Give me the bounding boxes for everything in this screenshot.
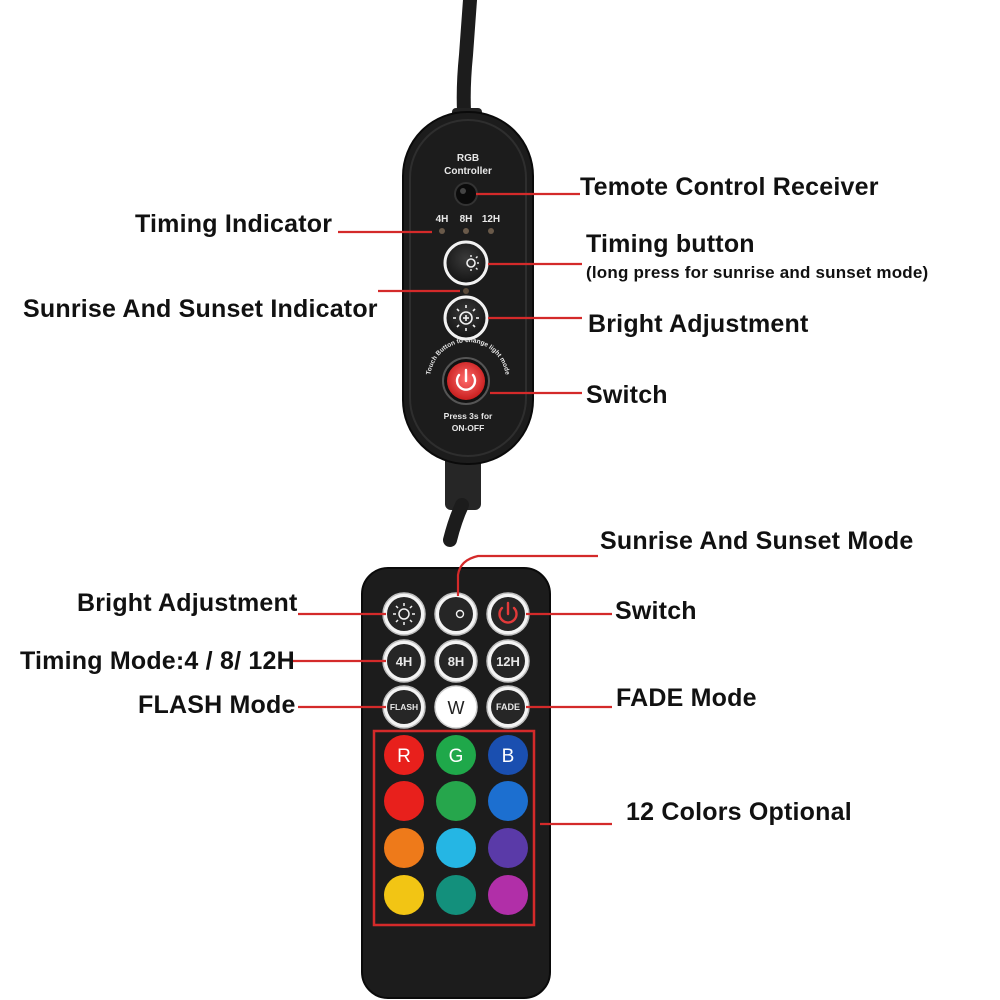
- controller-timing-button[interactable]: [443, 240, 489, 286]
- remote-12h-label: 12H: [496, 654, 520, 669]
- label-remote-switch: Switch: [615, 597, 697, 625]
- color-button-face: [436, 735, 476, 775]
- controller-power-button[interactable]: [442, 357, 490, 405]
- timer-label-4h: 4H: [436, 214, 449, 225]
- color-button-6[interactable]: [488, 781, 528, 821]
- controller-title-line2: Controller: [444, 166, 492, 177]
- color-button-face: [436, 875, 476, 915]
- cable-bottom: [443, 498, 469, 547]
- label-fade-mode: FADE Mode: [616, 684, 757, 712]
- color-button-11[interactable]: [436, 875, 476, 915]
- color-button-face: [384, 875, 424, 915]
- power-icon: [455, 368, 477, 391]
- power-icon: [498, 601, 518, 624]
- controller-rim: [409, 119, 527, 457]
- color-button-8[interactable]: [436, 828, 476, 868]
- timer-led-4h: [439, 228, 445, 234]
- controller-callouts: [338, 192, 582, 395]
- color-button-face: [488, 875, 528, 915]
- color-button-12[interactable]: [488, 875, 528, 915]
- color-button-4[interactable]: [384, 781, 424, 821]
- remote-sunrise-button[interactable]: [434, 592, 478, 636]
- brightness-icon: [453, 305, 479, 331]
- color-button-face: [384, 781, 424, 821]
- timer-label-8h: 8H: [460, 214, 473, 225]
- remote-power-button[interactable]: [486, 592, 530, 636]
- color-button-10[interactable]: [384, 875, 424, 915]
- label-remote-bright: Bright Adjustment: [77, 589, 298, 617]
- timer-led-12h: [488, 228, 494, 234]
- label-colors-optional: 12 Colors Optional: [626, 798, 852, 826]
- remote-12h-button[interactable]: 12H: [486, 639, 530, 683]
- cable-strain-bottom: [445, 450, 481, 510]
- label-sunrise-indicator: Sunrise And Sunset Indicator: [23, 295, 378, 323]
- label-receiver: Temote Control Receiver: [580, 173, 879, 201]
- remote-flash-button[interactable]: FLASH: [382, 685, 426, 729]
- color-button-9[interactable]: [488, 828, 528, 868]
- press-text-line1: Press 3s for: [444, 411, 493, 421]
- color-button-letter: R: [397, 746, 411, 767]
- press-text-line2: ON-OFF: [452, 423, 485, 433]
- cable-top: [456, 0, 477, 132]
- color-button-face: [384, 735, 424, 775]
- color-button-letter: G: [449, 746, 464, 767]
- label-flash-mode: FLASH Mode: [138, 691, 296, 719]
- color-button-face: [436, 828, 476, 868]
- remote-fade-button[interactable]: FADE: [486, 685, 530, 729]
- color-button-7[interactable]: [384, 828, 424, 868]
- controller-body: [402, 111, 534, 465]
- label-sunrise-mode: Sunrise And Sunset Mode: [600, 527, 914, 555]
- timer-label-12h: 12H: [482, 214, 500, 225]
- remote-bright-button[interactable]: [382, 592, 426, 636]
- label-timing-indicator: Timing Indicator: [135, 210, 333, 238]
- moon-sun-icon: [453, 253, 479, 273]
- label-controller-bright: Bright Adjustment: [588, 310, 809, 338]
- remote-8h-label: 8H: [448, 654, 465, 669]
- sunrise-indicator-led: [463, 288, 469, 294]
- ir-receiver-icon: [454, 182, 478, 206]
- color-button-face: [384, 828, 424, 868]
- label-timing-mode: Timing Mode:4 / 8/ 12H: [20, 647, 295, 675]
- color-button-face: [488, 828, 528, 868]
- label-controller-switch: Switch: [586, 381, 668, 409]
- color-button-1[interactable]: R: [384, 735, 424, 775]
- color-button-5[interactable]: [436, 781, 476, 821]
- remote-white-label: W: [448, 698, 465, 718]
- remote-8h-button[interactable]: 8H: [434, 639, 478, 683]
- remote-flash-label: FLASH: [390, 702, 418, 712]
- label-timing-button-note: (long press for sunrise and sunset mode): [586, 263, 929, 282]
- ir-receiver-glint: [460, 188, 466, 194]
- color-button-2[interactable]: G: [436, 735, 476, 775]
- remote-callouts: [292, 554, 612, 826]
- label-timing-button: Timing button: [586, 230, 755, 258]
- color-button-3[interactable]: B: [488, 735, 528, 775]
- remote-white-button[interactable]: W: [434, 685, 478, 729]
- controller-title-line1: RGB: [457, 153, 479, 164]
- remote-4h-button[interactable]: 4H: [382, 639, 426, 683]
- remote-fade-label: FADE: [496, 702, 520, 712]
- timer-led-8h: [463, 228, 469, 234]
- remote-4h-label: 4H: [396, 654, 413, 669]
- color-button-face: [436, 781, 476, 821]
- brightness-icon: [393, 603, 415, 625]
- color-button-face: [488, 735, 528, 775]
- color-button-face: [488, 781, 528, 821]
- moon-sun-icon: [444, 605, 465, 623]
- color-button-letter: B: [502, 746, 515, 767]
- controller-bright-button[interactable]: [443, 295, 489, 341]
- color-group-box: [372, 729, 536, 927]
